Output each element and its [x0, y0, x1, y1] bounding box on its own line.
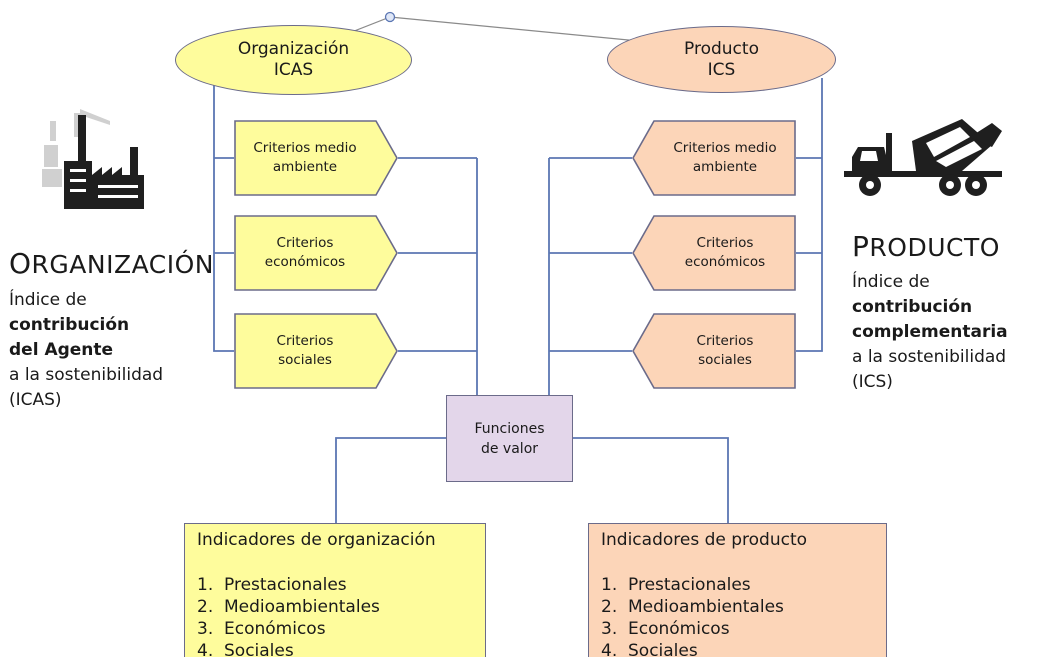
heading-rest: RGANIZACIÓN: [31, 250, 214, 279]
list-item: 4. Sociales: [197, 640, 485, 657]
ellipse-right-line2: ICS: [707, 59, 736, 80]
item-label: Prestacionales: [628, 575, 751, 595]
organization-desc-line1: Índice de: [9, 290, 87, 310]
heading-rest: RODUCTO: [869, 233, 1000, 262]
criterion-left-sociales: Criterios sociales: [234, 313, 398, 389]
ellipse-organizacion-icas: Organización ICAS: [175, 25, 412, 95]
list-item: 4. Sociales: [601, 640, 886, 657]
criterion-right-medio-ambiente: Criterios medio ambiente: [632, 120, 796, 196]
indicators-organization-box: Indicadores de organización 1. Prestacion…: [184, 523, 486, 657]
item-label: Medioambientales: [224, 597, 380, 617]
criterion-label: Criterios: [276, 333, 334, 349]
value-functions-line2: de valor: [480, 440, 539, 457]
item-label: Medioambientales: [628, 597, 784, 617]
indicators-product-title: Indicadores de producto: [601, 530, 808, 550]
list-item: 1. Prestacionales: [601, 574, 886, 596]
product-panel: PRODUCTO: [852, 230, 1000, 263]
item-number: 2.: [197, 597, 214, 617]
indicators-organization-list: 1. Prestacionales 2. Medioambientales 3. Ec…: [197, 574, 485, 657]
list-item: 3. Económicos: [601, 618, 886, 640]
item-number: 1.: [197, 575, 214, 595]
product-desc-line5: (ICS): [852, 372, 893, 392]
ellipse-left-line1: Organización: [237, 39, 350, 59]
criterion-label: económicos: [264, 254, 346, 270]
organization-description: Índice de contribución del Agente a la s…: [9, 288, 163, 413]
organization-desc-line4: a la sostenibilidad: [9, 365, 164, 385]
factory-icon: [42, 109, 144, 209]
product-desc-bold2: complementaria: [852, 322, 1008, 342]
heading-initial: P: [852, 230, 870, 263]
indicators-product-box: Indicadores de producto 1. Prestacionales…: [588, 523, 887, 657]
item-number: 2.: [601, 597, 618, 617]
item-number: 3.: [197, 619, 214, 639]
item-label: Sociales: [224, 641, 294, 657]
organization-desc-line3: del Agente: [9, 338, 163, 363]
indicators-product-list: 1. Prestacionales 2. Medioambientales 3. Ec…: [601, 574, 886, 657]
product-description: Índice de contribución complementaria a …: [852, 270, 1008, 395]
organization-panel: ORGANIZACIÓN: [9, 247, 214, 280]
product-desc-bold1: contribución: [852, 297, 973, 317]
heading-initial: O: [9, 247, 32, 280]
criterion-label: Criterios: [696, 235, 754, 251]
item-number: 4.: [197, 641, 214, 657]
criterion-label: económicos: [684, 254, 766, 270]
criterion-label: sociales: [278, 352, 332, 368]
organization-desc-bold1: contribución: [9, 315, 130, 335]
organization-heading: ORGANIZACIÓN: [9, 247, 214, 280]
item-label: Económicos: [628, 619, 730, 639]
criterion-label: Criterios: [696, 333, 754, 349]
value-functions-box: Funciones de valor: [446, 395, 573, 482]
ellipse-producto-ics: Producto ICS: [607, 26, 836, 93]
product-desc-line2: contribución: [852, 295, 1008, 320]
item-number: 3.: [601, 619, 618, 639]
item-number: 1.: [601, 575, 618, 595]
criterion-label: Criterios medio: [673, 140, 777, 156]
criterion-right-sociales: Criterios sociales: [632, 313, 796, 389]
criterion-label: ambiente: [272, 159, 338, 175]
product-desc-line1: Índice de: [852, 272, 930, 292]
indicators-organization-title: Indicadores de organización: [197, 530, 436, 550]
criterion-label: ambiente: [692, 159, 758, 175]
criterion-label: Criterios: [276, 235, 334, 251]
item-label: Prestacionales: [224, 575, 347, 595]
item-label: Económicos: [224, 619, 326, 639]
product-heading: PRODUCTO: [852, 230, 1000, 263]
concrete-mixer-truck-icon: [844, 119, 1002, 196]
list-item: 2. Medioambientales: [197, 596, 485, 618]
criterion-right-economicos: Criterios económicos: [632, 215, 796, 291]
organization-desc-bold2: del Agente: [9, 340, 114, 360]
list-item: 1. Prestacionales: [197, 574, 485, 596]
product-desc-line4: a la sostenibilidad: [852, 347, 1007, 367]
criterion-label: Criterios medio: [253, 140, 357, 156]
list-item: 3. Económicos: [197, 618, 485, 640]
item-number: 4.: [601, 641, 618, 657]
item-label: Sociales: [628, 641, 698, 657]
criterion-left-medio-ambiente: Criterios medio ambiente: [234, 120, 398, 196]
organization-desc-line5: (ICAS): [9, 390, 62, 410]
criterion-label: sociales: [698, 352, 752, 368]
criterion-left-economicos: Criterios económicos: [234, 215, 398, 291]
list-item: 2. Medioambientales: [601, 596, 886, 618]
product-desc-line3: complementaria: [852, 320, 1008, 345]
organization-desc-line2: contribución: [9, 313, 163, 338]
ellipse-left-line2: ICAS: [273, 60, 314, 80]
value-functions-line1: Funciones: [474, 420, 545, 437]
top-link-node: [384, 11, 396, 23]
ellipse-right-line1: Producto: [684, 38, 759, 59]
